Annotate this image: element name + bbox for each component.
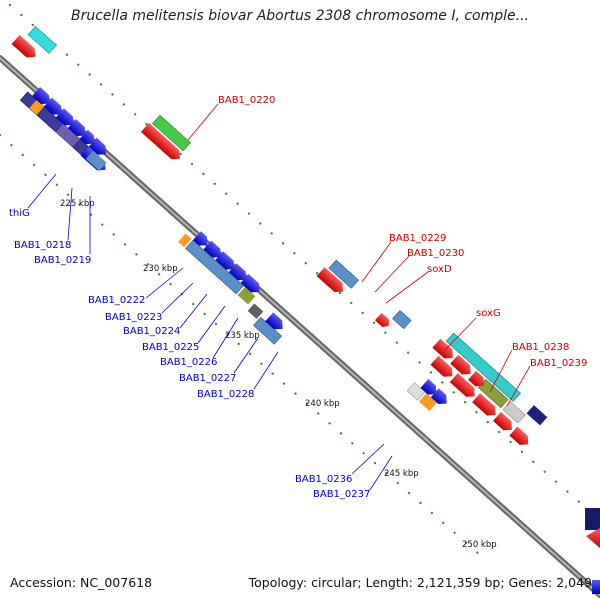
- gene-feature: [432, 338, 453, 359]
- kbp-label: 245 kbp: [384, 469, 419, 479]
- gene-feature: [526, 405, 548, 426]
- gene-label: BAB1_0236: [295, 474, 352, 485]
- kbp-label: 250 kbp: [462, 540, 497, 550]
- tick-track: [0, 3, 600, 557]
- gene-feature: [419, 393, 437, 411]
- gene-feature: [11, 35, 35, 58]
- gene-label: BAB1_0228: [197, 389, 254, 400]
- reverse-gene-labels: BAB1_0220 BAB1_0229 BAB1_0230 soxD soxG …: [218, 95, 587, 369]
- gene-feature: [44, 97, 62, 115]
- reverse-strand-features: [11, 25, 548, 445]
- gene-feature: [430, 388, 447, 404]
- accession-text: Accession: NC_007618: [10, 575, 153, 590]
- gene-label: soxD: [427, 264, 452, 275]
- gene-feature: [328, 259, 360, 289]
- gene-label: BAB1_0227: [179, 373, 236, 384]
- gene-label: BAB1_0222: [88, 295, 145, 306]
- gene-feature: [88, 137, 107, 155]
- gene-feature: [237, 286, 256, 305]
- forward-gene-labels: thiG BAB1_0218 BAB1_0219 BAB1_0222 BAB1_…: [9, 208, 370, 500]
- gene-feature: [215, 251, 235, 270]
- gene-feature: [27, 25, 57, 54]
- gene-feature: [406, 382, 426, 401]
- gene-feature: [445, 332, 521, 402]
- gene-feature: [152, 114, 191, 152]
- gene-feature: [472, 393, 496, 416]
- topology-text: Topology: circular; Length: 2,121,359 bp…: [248, 575, 592, 590]
- gene-feature: [492, 411, 512, 431]
- gene-label: soxG: [476, 308, 501, 319]
- gene-feature: [55, 108, 74, 126]
- gene-feature: [592, 580, 600, 594]
- forward-strand-features: [19, 87, 447, 411]
- kbp-label: 240 kbp: [305, 399, 340, 409]
- gene-feature: [586, 528, 600, 548]
- gene-label: thiG: [9, 208, 30, 219]
- gene-feature: [67, 119, 86, 137]
- gene-label: BAB1_0219: [34, 255, 91, 266]
- gene-feature: [392, 310, 412, 330]
- gene-label: BAB1_0226: [160, 357, 217, 368]
- gene-feature: [430, 355, 453, 377]
- gene-label: BAB1_0238: [512, 342, 569, 353]
- kbp-label: 235 kbp: [225, 331, 260, 341]
- gene-feature: [178, 233, 192, 248]
- gene-label: BAB1_0239: [530, 358, 587, 369]
- gene-label: BAB1_0230: [407, 248, 464, 259]
- kbp-label: 225 kbp: [60, 199, 95, 209]
- gene-feature: [56, 124, 80, 147]
- gene-label: BAB1_0223: [105, 312, 162, 323]
- gene-label: BAB1_0229: [389, 233, 446, 244]
- gene-feature: [247, 303, 264, 319]
- gene-feature: [192, 231, 208, 246]
- gene-label: BAB1_0224: [123, 326, 180, 337]
- gene-label: BAB1_0225: [142, 342, 199, 353]
- forward-label-leaders: [27, 173, 393, 491]
- gene-feature: [32, 87, 50, 104]
- reverse-label-leaders: [187, 103, 531, 407]
- gene-feature: [509, 426, 529, 445]
- gene-feature: [585, 508, 600, 530]
- gene-feature: [265, 312, 283, 330]
- gene-feature: [79, 129, 95, 145]
- gene-feature: [85, 150, 107, 171]
- scale-labels: 225 kbp 230 kbp 235 kbp 240 kbp 245 kbp …: [60, 199, 497, 550]
- gene-feature: [449, 373, 475, 397]
- gene-feature: [374, 312, 390, 327]
- map-title: Brucella melitensis biovar Abortus 2308 …: [71, 8, 529, 24]
- gene-label: BAB1_0220: [218, 95, 275, 106]
- gene-feature: [316, 267, 343, 293]
- gene-feature: [502, 401, 526, 424]
- gene-feature: [185, 239, 244, 295]
- gene-feature: [240, 274, 260, 293]
- gene-feature: [468, 370, 485, 387]
- gene-label: BAB1_0218: [14, 240, 71, 251]
- gene-feature: [140, 122, 180, 160]
- gene-feature: [29, 99, 45, 115]
- gene-label: BAB1_0237: [313, 489, 370, 500]
- gene-feature: [450, 354, 471, 375]
- gene-feature: [420, 379, 437, 395]
- kbp-label: 230 kbp: [143, 264, 178, 274]
